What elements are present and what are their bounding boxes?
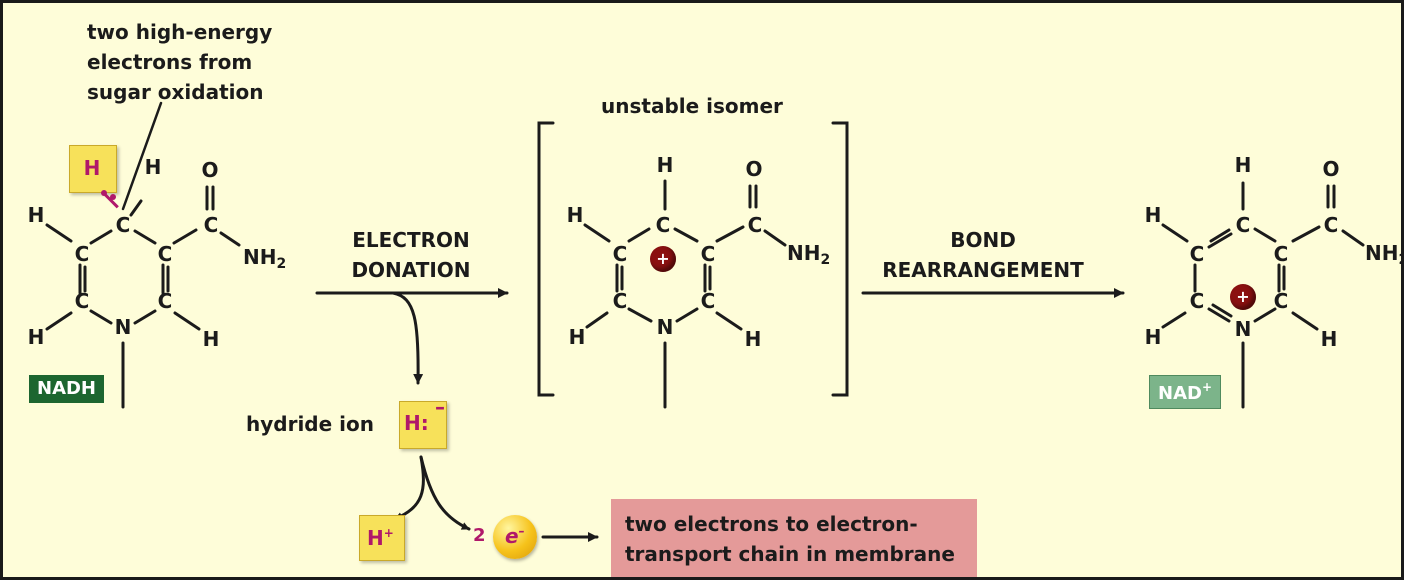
atom-c: C [1189, 289, 1205, 313]
atom-c: C [700, 289, 716, 313]
electron-donation-label: ELECTRON DONATION [351, 228, 471, 282]
hydride-release-arrow[interactable] [391, 291, 424, 385]
bond [1253, 307, 1277, 323]
atom-h: H [144, 155, 162, 179]
electron-icon [493, 515, 537, 559]
atom-h: H [744, 327, 762, 351]
atom-c: C [74, 289, 90, 313]
bond [715, 225, 745, 243]
atom-h: H [1320, 327, 1338, 351]
atom-c: C [1273, 242, 1289, 266]
bond [45, 311, 73, 331]
hydride-ion-charge: – [435, 395, 445, 419]
atom-h-highlighted: H [83, 156, 101, 180]
bond [1209, 228, 1231, 243]
bond [583, 223, 611, 243]
highlighted-hydrogen-box [69, 145, 117, 193]
bracket-right [831, 121, 849, 397]
bond [763, 229, 787, 247]
bond [133, 229, 157, 245]
bond [585, 311, 609, 329]
bond [89, 229, 113, 245]
atom-h: H [1144, 203, 1162, 227]
proton-split-arrow[interactable] [393, 455, 425, 521]
proton-box [359, 515, 405, 561]
amide-group: NH2 [787, 241, 831, 268]
electron-dot [110, 194, 116, 200]
atom-c: C [1189, 242, 1205, 266]
bond [89, 309, 113, 325]
atom-o: O [201, 158, 219, 182]
atom-o: O [745, 157, 763, 181]
atom-c4: C [115, 213, 131, 237]
atom-h: H [202, 327, 220, 351]
bond [1161, 223, 1189, 243]
atom-n: N [114, 315, 132, 339]
atom-h: H [566, 203, 584, 227]
atom-c: C [612, 289, 628, 313]
bond [1253, 227, 1277, 243]
annotation-pointer [121, 101, 163, 211]
nadh-tag: NADH [29, 375, 105, 403]
atom-c: C [74, 242, 90, 266]
bond [1291, 225, 1321, 243]
bracket-left [537, 121, 555, 397]
electron-split-arrow[interactable] [419, 455, 471, 531]
bond [1211, 303, 1233, 318]
electron-symbol: e– [505, 524, 525, 548]
bond [45, 223, 73, 243]
atom-c-amide: C [1323, 213, 1339, 237]
atom-c: C [1273, 289, 1289, 313]
atom-c: C [700, 242, 716, 266]
atom-o: O [1322, 157, 1340, 181]
atom-h: H [27, 203, 45, 227]
bond [133, 309, 157, 325]
bond-rearrangement-label: BOND REARRANGEMENT [882, 228, 1084, 282]
electron-count: 2 [473, 525, 486, 546]
proton-symbol: H+ [367, 526, 394, 550]
atom-h: H [1234, 153, 1252, 177]
bond [627, 307, 653, 323]
electron-origin-annotation: two high-energy electrons from sugar oxi… [87, 20, 273, 104]
unstable-isomer-label: unstable isomer [601, 94, 783, 118]
bonds-and-arrows [45, 101, 1365, 542]
bond [1341, 229, 1365, 247]
bond [172, 228, 198, 245]
bond [219, 231, 241, 247]
atom-c: C [612, 242, 628, 266]
atom-c4: C [1235, 213, 1251, 237]
bond [627, 227, 651, 243]
atom-c: C [157, 242, 173, 266]
atom-h: H [568, 325, 586, 349]
electron-transport-result-box: two electrons to electron- transport cha… [611, 499, 977, 577]
atom-n: N [656, 315, 674, 339]
atom-n: N [1234, 317, 1252, 341]
atom-c-amide: C [203, 213, 219, 237]
atom-c: C [157, 289, 173, 313]
bond [673, 227, 699, 243]
atom-c-amide: C [747, 213, 763, 237]
atom-c4: C [655, 213, 671, 237]
amide-group: NH2 [1365, 241, 1401, 267]
positive-charge-icon: + [650, 246, 676, 272]
hydride-ion-label: hydride ion [246, 412, 374, 436]
hydride-ion-box [399, 401, 447, 449]
bond [1207, 232, 1233, 249]
atom-h: H [1144, 325, 1162, 349]
bond [715, 311, 743, 331]
nad-plus-tag: NAD+ [1149, 375, 1221, 409]
atom-h: H [27, 325, 45, 349]
bond [173, 311, 201, 331]
bond [129, 199, 143, 217]
hydride-ion-symbol: H: [404, 411, 429, 435]
bond [1291, 311, 1319, 331]
amide-group: NH2 [243, 245, 287, 272]
bond [675, 307, 699, 323]
positive-charge-icon: + [1230, 284, 1256, 310]
bond [1161, 311, 1187, 329]
bond [1207, 307, 1231, 323]
atom-h: H [656, 153, 674, 177]
